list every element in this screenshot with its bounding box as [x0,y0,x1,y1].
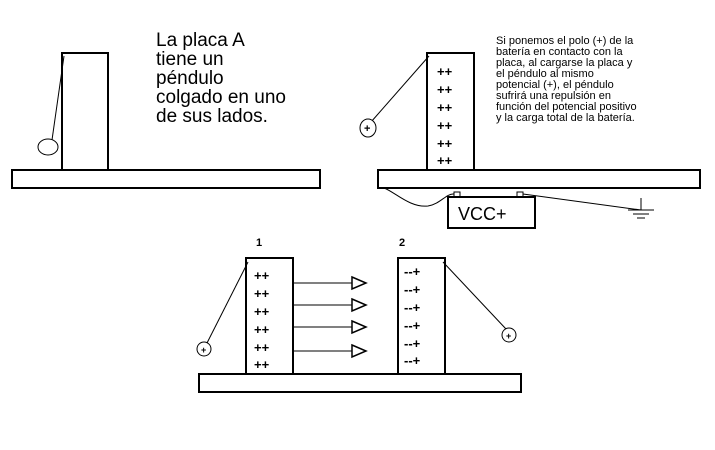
panel-a-text-line: La placa A [156,30,245,51]
panel-b-pendulum-bob [359,118,377,138]
panel-c-plate1-sign: ++ [254,322,270,337]
panel-b-plate-sign: ++ [437,100,453,115]
panel-b-plate-sign: ++ [437,153,453,168]
panel-c-pendulum2-sign: + [506,331,511,341]
panel-b-text-line: y la carga total de la batería. [496,112,635,124]
panel-c-plate2-sign: --+ [404,282,421,297]
arrow-icon [293,275,368,291]
panel-b-pendulum-string [370,55,430,123]
panel-a-text-line: colgado en uno [156,87,286,108]
panel-c-plate1-sign: ++ [254,286,270,301]
panel-c-pendulum2-bob [501,327,517,343]
panel-b-wire-right [522,193,642,211]
arrow-icon [293,319,368,335]
panel-c-plate1 [245,257,294,375]
panel-b-wire-left [383,187,460,207]
panel-b-text-line: placa, al cargarse la placa y [496,57,633,69]
panel-c-plate2-sign: --+ [404,318,421,333]
ground-icon [628,209,654,219]
panel-b-text-line: batería en contacto con la [496,46,623,58]
panel-c-plate1-sign: ++ [254,357,270,372]
panel-c-pendulum1-sign: + [201,345,206,355]
panel-c-plate2-label: 2 [399,237,405,249]
panel-c: 1 ++ ++ ++ ++ ++ ++ + 2 --+ --+ --+ --+ … [196,237,522,393]
panel-c-pendulum1-string [206,261,249,344]
panel-b-text-line: potencial (+), el péndulo [496,79,614,91]
panel-c-plate2-sign: --+ [404,300,421,315]
panel-b-base [377,169,701,189]
panel-c-base [198,373,522,393]
arrow-icon [293,297,368,313]
panel-b-battery [447,196,536,229]
panel-c-pendulum2-string [442,261,507,330]
panel-b-text: Si ponemos el polo (+) de la batería en … [496,35,640,124]
panel-c-plate1-label: 1 [256,237,262,249]
panel-a-plate [61,52,109,171]
panel-a-text-line: péndulo [156,68,224,89]
panel-a-base [11,169,321,189]
panel-b-text-line: el péndulo al mismo [496,68,594,80]
panel-a-pendulum-bob [37,138,59,156]
panel-a: La placa A tiene un péndulo colgado en u… [11,30,321,189]
panel-b-battery-label: VCC+ [458,204,507,224]
panel-b-plate [426,52,475,171]
panel-a-text: La placa A tiene un péndulo colgado en u… [156,30,291,127]
arrow-icon [293,343,368,359]
panel-c-plate2-sign: --+ [404,264,421,279]
panel-b-plate-sign: ++ [437,82,453,97]
panel-b: ++ ++ ++ ++ ++ ++ + VCC+ Si ponemos el p… [359,35,701,229]
panel-c-plate1-sign: ++ [254,340,270,355]
panel-a-text-line: de sus lados. [156,106,268,127]
panel-c-plate2-sign: --+ [404,353,421,368]
panel-c-plate1-sign: ++ [254,268,270,283]
panel-b-plate-sign: ++ [437,136,453,151]
panel-b-text-line: función del potencial positivo [496,101,637,113]
panel-a-pendulum-string [51,55,65,141]
panel-a-text-line: tiene un [156,49,224,70]
panel-b-plate-sign: ++ [437,64,453,79]
panel-b-pendulum-sign: + [364,123,370,135]
panel-b-text-line: Si ponemos el polo (+) de la [496,35,634,47]
panel-c-plate1-sign: ++ [254,304,270,319]
panel-b-text-line: sufrirá una repulsión en [496,90,611,102]
panel-c-plate2-sign: --+ [404,336,421,351]
panel-b-plate-sign: ++ [437,118,453,133]
panel-c-pendulum1-bob [196,341,212,357]
panel-c-plate2 [397,257,446,375]
